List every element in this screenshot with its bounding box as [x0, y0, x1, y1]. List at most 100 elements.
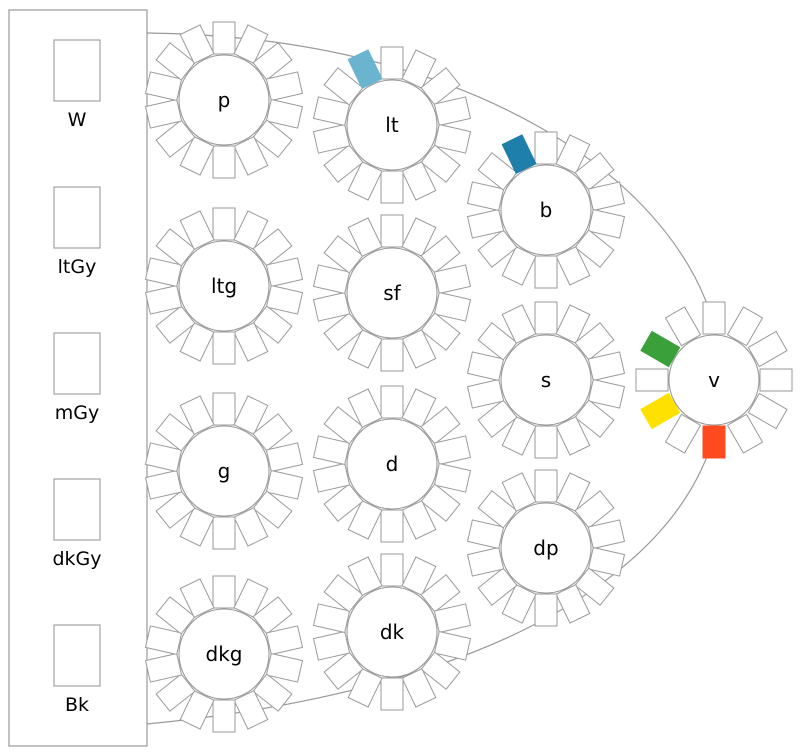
- table-top[interactable]: [178, 425, 270, 517]
- seat[interactable]: [466, 378, 505, 409]
- seat[interactable]: [401, 668, 437, 708]
- table-top[interactable]: [500, 334, 592, 426]
- seat[interactable]: [587, 519, 626, 550]
- table-top[interactable]: [178, 240, 270, 332]
- seat[interactable]: [574, 152, 615, 191]
- seat[interactable]: [635, 368, 669, 392]
- seat[interactable]: [212, 516, 236, 550]
- seat[interactable]: [155, 305, 196, 344]
- seat[interactable]: [265, 625, 304, 656]
- seat[interactable]: [380, 170, 404, 204]
- seat[interactable]: [587, 208, 626, 239]
- seat[interactable]: [323, 651, 364, 690]
- seat[interactable]: [323, 312, 364, 351]
- seat[interactable]: [433, 123, 472, 154]
- table-b[interactable]: b: [466, 131, 626, 289]
- table-top[interactable]: [346, 247, 438, 339]
- seat[interactable]: [401, 161, 437, 201]
- seat[interactable]: [312, 264, 351, 295]
- seat[interactable]: [233, 136, 269, 176]
- seat[interactable]: [401, 49, 437, 89]
- seat[interactable]: [144, 284, 183, 315]
- seat[interactable]: [323, 67, 364, 106]
- seat[interactable]: [265, 652, 304, 683]
- seat[interactable]: [747, 392, 788, 430]
- seat[interactable]: [747, 330, 788, 368]
- seat[interactable]: [477, 490, 518, 529]
- seat[interactable]: [233, 690, 269, 730]
- seat[interactable]: [155, 413, 196, 452]
- seat[interactable]: [155, 119, 196, 158]
- seat[interactable]: [144, 98, 183, 129]
- seat[interactable]: [574, 490, 615, 529]
- seat[interactable]: [574, 399, 615, 438]
- seat[interactable]: [312, 291, 351, 322]
- seat[interactable]: [420, 67, 461, 106]
- seat[interactable]: [574, 229, 615, 268]
- seat[interactable]: [401, 556, 437, 596]
- seat[interactable]: [380, 677, 404, 711]
- seat[interactable]: [433, 462, 472, 493]
- seat[interactable]: [433, 264, 472, 295]
- seat[interactable]: [265, 98, 304, 129]
- seat[interactable]: [477, 152, 518, 191]
- seat[interactable]: [144, 469, 183, 500]
- seat[interactable]: [587, 546, 626, 577]
- seat[interactable]: [420, 406, 461, 445]
- seat[interactable]: [401, 500, 437, 540]
- seat[interactable]: [420, 651, 461, 690]
- table-dp[interactable]: dp: [466, 469, 626, 627]
- seat[interactable]: [380, 338, 404, 372]
- seat[interactable]: [380, 214, 404, 248]
- seat[interactable]: [323, 406, 364, 445]
- seat-highlighted[interactable]: [640, 330, 681, 368]
- seat[interactable]: [233, 322, 269, 362]
- table-top[interactable]: [178, 608, 270, 700]
- seat-highlighted[interactable]: [501, 134, 537, 174]
- seat[interactable]: [252, 673, 293, 712]
- seat[interactable]: [555, 246, 591, 286]
- seat[interactable]: [312, 630, 351, 661]
- table-top[interactable]: [500, 502, 592, 594]
- seat[interactable]: [587, 351, 626, 382]
- seat[interactable]: [252, 119, 293, 158]
- seat[interactable]: [555, 134, 591, 174]
- seat-highlighted[interactable]: [347, 49, 383, 89]
- seat[interactable]: [433, 630, 472, 661]
- seat[interactable]: [433, 96, 472, 127]
- seat[interactable]: [420, 144, 461, 183]
- table-g[interactable]: g: [144, 392, 304, 550]
- seat[interactable]: [212, 21, 236, 55]
- seat[interactable]: [179, 690, 215, 730]
- seat[interactable]: [534, 593, 558, 627]
- table-dkg[interactable]: dkg: [144, 575, 304, 733]
- seat[interactable]: [501, 304, 537, 344]
- seat[interactable]: [759, 368, 793, 392]
- table-top[interactable]: [346, 79, 438, 171]
- seat[interactable]: [144, 652, 183, 683]
- seat-highlighted[interactable]: [702, 425, 726, 459]
- seat[interactable]: [252, 490, 293, 529]
- table-top[interactable]: [500, 164, 592, 256]
- seat[interactable]: [212, 207, 236, 241]
- seat[interactable]: [555, 416, 591, 456]
- seat[interactable]: [347, 161, 383, 201]
- seat[interactable]: [501, 584, 537, 624]
- seat[interactable]: [179, 210, 215, 250]
- seat[interactable]: [420, 574, 461, 613]
- seat[interactable]: [265, 442, 304, 473]
- seat[interactable]: [501, 416, 537, 456]
- seat[interactable]: [312, 123, 351, 154]
- seat[interactable]: [323, 574, 364, 613]
- seat[interactable]: [477, 399, 518, 438]
- seat[interactable]: [574, 322, 615, 361]
- seat[interactable]: [555, 584, 591, 624]
- seat[interactable]: [477, 229, 518, 268]
- seat[interactable]: [265, 469, 304, 500]
- seat[interactable]: [501, 246, 537, 286]
- seat[interactable]: [312, 96, 351, 127]
- seat[interactable]: [212, 145, 236, 179]
- seat[interactable]: [555, 304, 591, 344]
- seat[interactable]: [401, 329, 437, 369]
- seat[interactable]: [323, 144, 364, 183]
